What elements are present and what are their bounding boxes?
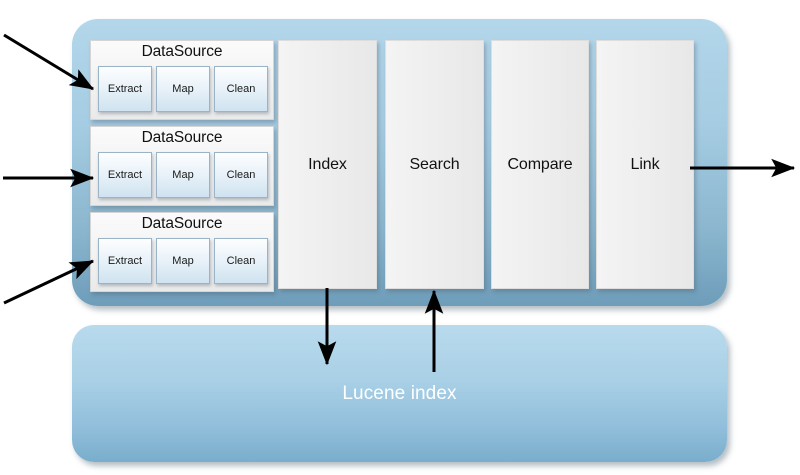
- datasource-box-3[interactable]: DataSource Extract Map Clean: [90, 212, 274, 292]
- stage-compare[interactable]: Compare: [491, 40, 589, 289]
- step-extract[interactable]: Extract: [98, 66, 152, 112]
- step-clean[interactable]: Clean: [214, 152, 268, 198]
- lucene-index-panel[interactable]: Lucene index: [72, 325, 727, 462]
- stage-label: Compare: [507, 155, 573, 173]
- stage-link[interactable]: Link: [596, 40, 694, 289]
- datasource-box-1[interactable]: DataSource Extract Map Clean: [90, 40, 274, 120]
- step-clean[interactable]: Clean: [214, 66, 268, 112]
- datasource-title: DataSource: [141, 43, 223, 60]
- datasource-title: DataSource: [141, 129, 223, 146]
- step-extract[interactable]: Extract: [98, 238, 152, 284]
- stage-label: Index: [308, 155, 347, 173]
- datasource-title: DataSource: [141, 215, 223, 232]
- datasource-box-2[interactable]: DataSource Extract Map Clean: [90, 126, 274, 206]
- datasource-steps: Extract Map Clean: [98, 152, 268, 198]
- step-map[interactable]: Map: [156, 66, 210, 112]
- stage-index[interactable]: Index: [278, 40, 377, 289]
- pipeline-container: DataSource Extract Map Clean DataSource …: [72, 19, 727, 306]
- lucene-index-label: Lucene index: [342, 382, 457, 404]
- step-map[interactable]: Map: [156, 152, 210, 198]
- step-map[interactable]: Map: [156, 238, 210, 284]
- datasource-steps: Extract Map Clean: [98, 66, 268, 112]
- stage-label: Search: [409, 155, 460, 173]
- step-extract[interactable]: Extract: [98, 152, 152, 198]
- stage-label: Link: [630, 155, 660, 173]
- datasource-steps: Extract Map Clean: [98, 238, 268, 284]
- step-clean[interactable]: Clean: [214, 238, 268, 284]
- stage-search[interactable]: Search: [385, 40, 484, 289]
